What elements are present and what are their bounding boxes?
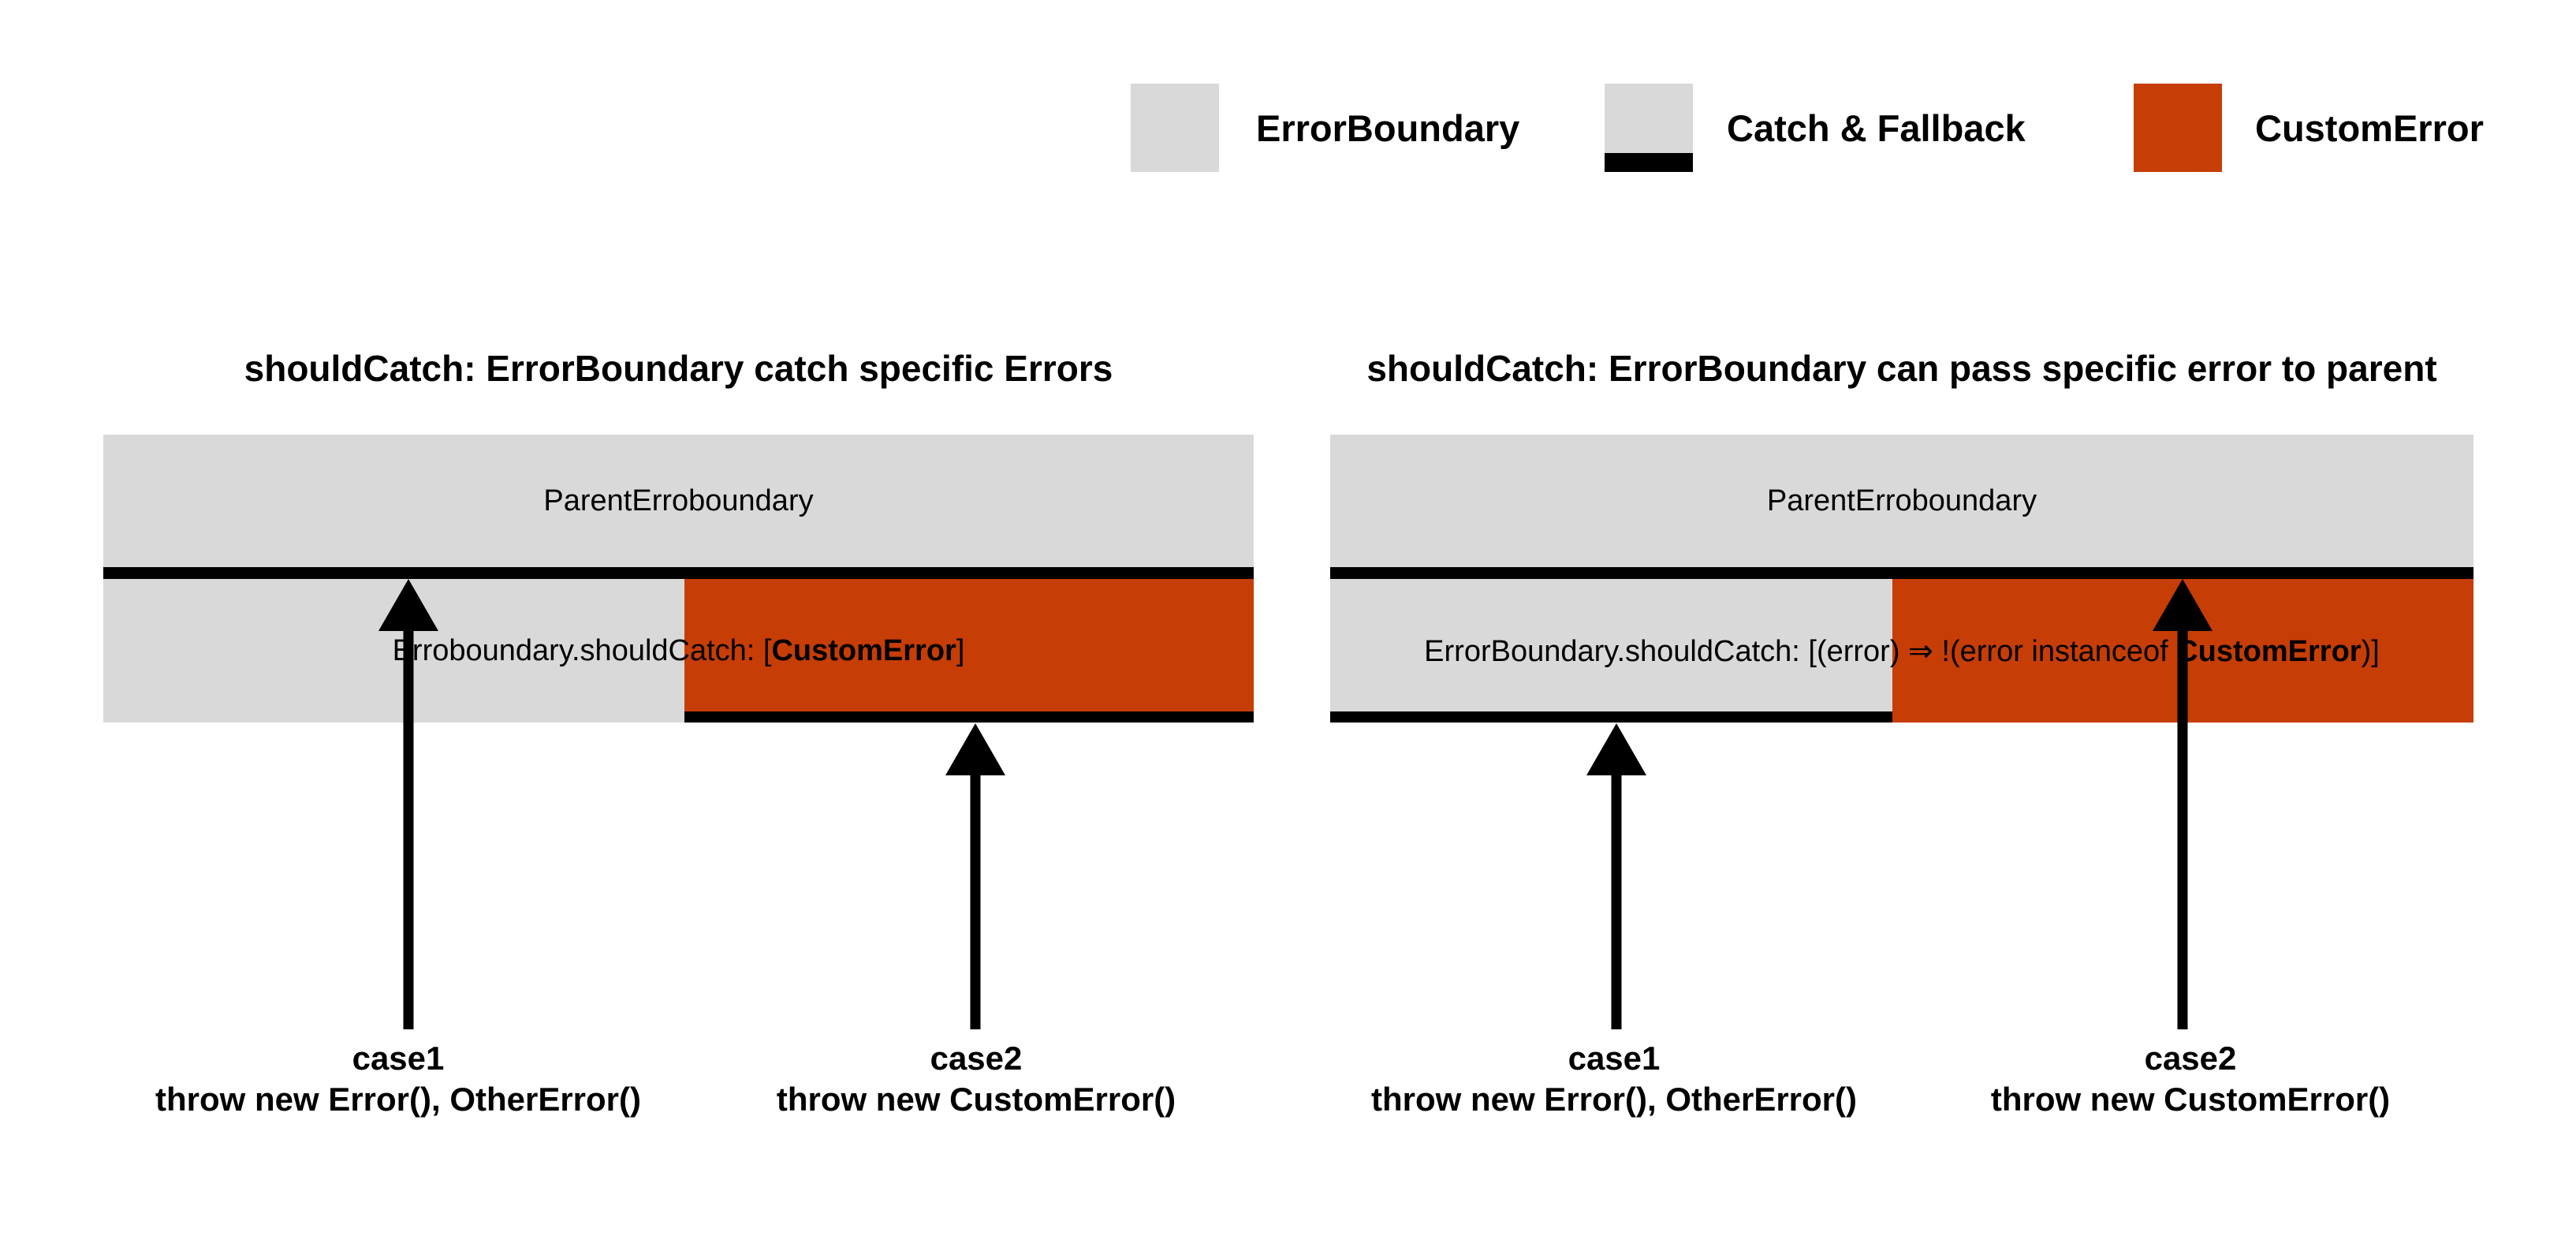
left-parent-bar-label: ParentErroboundary [543,484,814,517]
left-case2-name: case2 [930,1040,1023,1077]
left-child-label-bold: CustomError [771,633,956,667]
left-case1-name: case1 [352,1040,445,1077]
right-case2-label: case2 throw new CustomError() [1836,1038,2545,1120]
left-case2-label: case2 throw new CustomError() [621,1038,1331,1120]
catch-fallback-swatch-icon [1605,84,1693,172]
left-child-bar-label: Erroboundary.shouldCatch: [CustomError] [103,579,1254,723]
right-child-bar-label: ErrorBoundary.shouldCatch: [(error) ⇒ !(… [1330,579,2473,723]
left-child-customerror-caught-segment [684,579,1254,723]
right-diagram-title: shouldCatch: ErrorBoundary can pass spec… [1366,348,2437,389]
right-case1-code: throw new Error(), OtherError() [1370,1081,1858,1118]
error-boundary-swatch-icon [1131,84,1219,172]
left-child-label-suffix: ] [956,633,965,667]
left-diagram-title: shouldCatch: ErrorBoundary catch specifi… [244,348,1113,389]
right-child-label-prefix: ErrorBoundary.shouldCatch: [(error) ⇒ !(… [1424,634,2177,668]
left-case2-arrow-icon [945,723,1005,1029]
left-case1-code: throw new Error(), OtherError() [155,1081,642,1118]
left-case1-arrow-icon [378,579,438,1029]
custom-error-swatch-icon [2134,84,2222,172]
right-child-caught-segment [1330,579,1892,723]
right-case1-label: case1 throw new Error(), OtherError() [1259,1038,1969,1120]
right-case1-name: case1 [1568,1040,1661,1077]
right-case1-arrow-icon [1586,723,1646,1029]
right-parent-errorboundary-bar: ParentErroboundary [1330,435,2473,579]
left-case1-label: case1 throw new Error(), OtherError() [43,1038,753,1120]
left-child-label-prefix: Erroboundary.shouldCatch: [ [392,633,772,667]
right-child-label-suffix: )] [2361,634,2380,668]
right-child-errorboundary-bar: ErrorBoundary.shouldCatch: [(error) ⇒ !(… [1330,579,2473,723]
right-case2-arrow-icon [2153,579,2213,1029]
left-child-errorboundary-bar: Erroboundary.shouldCatch: [CustomError] [103,579,1254,723]
legend-label-error-boundary: ErrorBoundary [1256,106,1520,149]
legend-label-custom-error: CustomError [2255,106,2484,149]
left-case2-code: throw new CustomError() [776,1081,1176,1118]
right-child-label-bold: CustomError [2176,634,2362,668]
right-case2-code: throw new CustomError() [1990,1081,2391,1118]
right-case2-name: case2 [2144,1040,2237,1077]
legend-label-catch-fallback: Catch & Fallback [1727,106,2026,149]
right-parent-bar-label: ParentErroboundary [1766,484,2037,517]
left-parent-errorboundary-bar: ParentErroboundary [103,435,1254,579]
